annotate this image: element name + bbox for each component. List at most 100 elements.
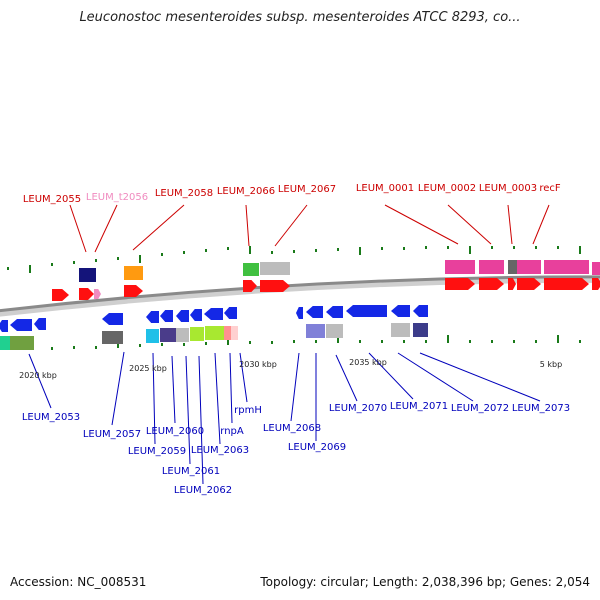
reverse-category-box <box>0 336 10 350</box>
forward-cds-arrow <box>517 278 541 290</box>
reverse-leader-line <box>229 352 233 424</box>
forward-leader-line <box>94 204 118 253</box>
reverse-category-box <box>176 328 189 342</box>
reverse-cds-arrow <box>326 306 343 318</box>
forward-leader-line <box>447 204 492 245</box>
forward-cds-arrow <box>592 278 600 290</box>
reverse-cds-arrow <box>391 305 410 317</box>
reverse-leader-line <box>198 355 204 485</box>
reverse-leader-line <box>171 355 176 424</box>
reverse-gene-label: LEUM_2063 <box>191 445 249 456</box>
accession-text: Accession: NC_008531 <box>10 575 147 589</box>
reverse-cds-arrow <box>204 308 223 320</box>
forward-category-box <box>479 260 504 274</box>
reverse-category-box <box>231 326 238 340</box>
reverse-cds-arrow <box>34 318 46 330</box>
reverse-gene-label: LEUM_2059 <box>128 446 186 457</box>
forward-leader-line <box>384 204 459 245</box>
forward-cds-arrow <box>52 289 69 301</box>
forward-category-box <box>243 263 259 276</box>
forward-gene-label: LEUM_2058 <box>155 188 213 199</box>
reverse-category-box <box>306 324 325 338</box>
forward-category-box <box>124 266 143 280</box>
forward-gene-label: LEUM_2055 <box>23 194 81 205</box>
forward-cds-arrow <box>544 278 589 290</box>
reverse-leader-line <box>152 352 156 445</box>
forward-gene-label: LEUM_2067 <box>278 184 336 195</box>
reverse-cds-arrow <box>346 305 387 317</box>
reverse-category-box <box>205 326 224 340</box>
reverse-cds-arrow <box>176 310 189 322</box>
forward-cds-arrow <box>79 288 94 300</box>
reverse-gene-label: LEUM_2057 <box>83 429 141 440</box>
reverse-cds-arrow <box>0 320 8 332</box>
forward-category-box <box>517 260 541 274</box>
reverse-category-box <box>224 326 231 340</box>
reverse-leader-line <box>419 352 541 402</box>
forward-leader-line <box>245 204 250 247</box>
forward-category-box <box>79 268 96 282</box>
reverse-category-box <box>391 323 410 337</box>
forward-gene-label: LEUM_0001 <box>356 183 414 194</box>
reverse-gene-label: LEUM_2072 <box>451 403 509 414</box>
forward-gene-label: LEUM_2066 <box>217 186 275 197</box>
reverse-cds-arrow <box>146 311 159 323</box>
reverse-cds-arrow <box>102 313 123 325</box>
forward-trna-arrow <box>94 289 101 299</box>
reverse-leader-line <box>239 352 248 403</box>
reverse-gene-label: LEUM_2062 <box>174 485 232 496</box>
reverse-gene-label: LEUM_2070 <box>329 403 387 414</box>
reverse-leader-line <box>185 355 191 465</box>
reverse-category-box <box>413 323 428 337</box>
forward-cds-arrow <box>508 278 516 290</box>
reverse-leader-line <box>28 353 52 409</box>
reverse-gene-label: LEUM_2068 <box>263 423 321 434</box>
reverse-cds-arrow <box>224 307 237 319</box>
reverse-gene-label: LEUM_2071 <box>390 401 448 412</box>
backbone <box>0 275 600 313</box>
reverse-leader-line <box>214 352 221 445</box>
scale-label: 2035 kbp <box>349 358 387 367</box>
forward-gene-label: recF <box>539 183 561 194</box>
genome-stats-text: Topology: circular; Length: 2,038,396 bp… <box>260 575 590 589</box>
reverse-category-box <box>146 329 159 343</box>
reverse-gene-label: rnpA <box>220 426 244 437</box>
forward-leader-line <box>507 204 513 245</box>
forward-cds-arrow <box>243 280 257 292</box>
forward-category-box <box>544 260 589 274</box>
reverse-category-box <box>190 327 204 341</box>
scale-label: 2030 kbp <box>239 360 277 369</box>
reverse-gene-label: LEUM_2060 <box>146 426 204 437</box>
reverse-category-box <box>10 336 34 350</box>
forward-cds-arrow <box>260 280 290 292</box>
reverse-gene-label: LEUM_2053 <box>22 412 80 423</box>
reverse-leader-line <box>368 352 414 400</box>
forward-category-box <box>260 262 290 275</box>
reverse-gene-label: LEUM_2073 <box>512 403 570 414</box>
reverse-category-box <box>326 324 343 338</box>
reverse-cds-arrow <box>296 307 303 319</box>
reverse-leader-line <box>290 352 300 422</box>
forward-cds-arrow <box>445 278 475 290</box>
forward-cds-arrow <box>479 278 504 290</box>
reverse-leader-line <box>111 351 125 426</box>
forward-category-box <box>445 260 475 274</box>
scale-label: 2020 kbp <box>19 371 57 380</box>
forward-gene-label: LEUM_0002 <box>418 183 476 194</box>
reverse-gene-label: rpmH <box>234 405 262 416</box>
reverse-gene-label: LEUM_2061 <box>162 466 220 477</box>
map-title: Leuconostoc mesenteroides subsp. mesente… <box>79 10 521 25</box>
gene-features <box>0 260 600 350</box>
reverse-leader-line <box>397 352 474 402</box>
reverse-category-box <box>102 331 123 344</box>
forward-gene-label: LEUM_t2056 <box>86 192 148 203</box>
reverse-cds-arrow <box>190 309 202 321</box>
forward-leader-line <box>532 204 550 245</box>
reverse-cds-arrow <box>413 305 428 317</box>
reverse-cds-arrow <box>160 310 173 322</box>
forward-leader-line <box>69 204 87 253</box>
reverse-leader-line <box>335 354 358 402</box>
